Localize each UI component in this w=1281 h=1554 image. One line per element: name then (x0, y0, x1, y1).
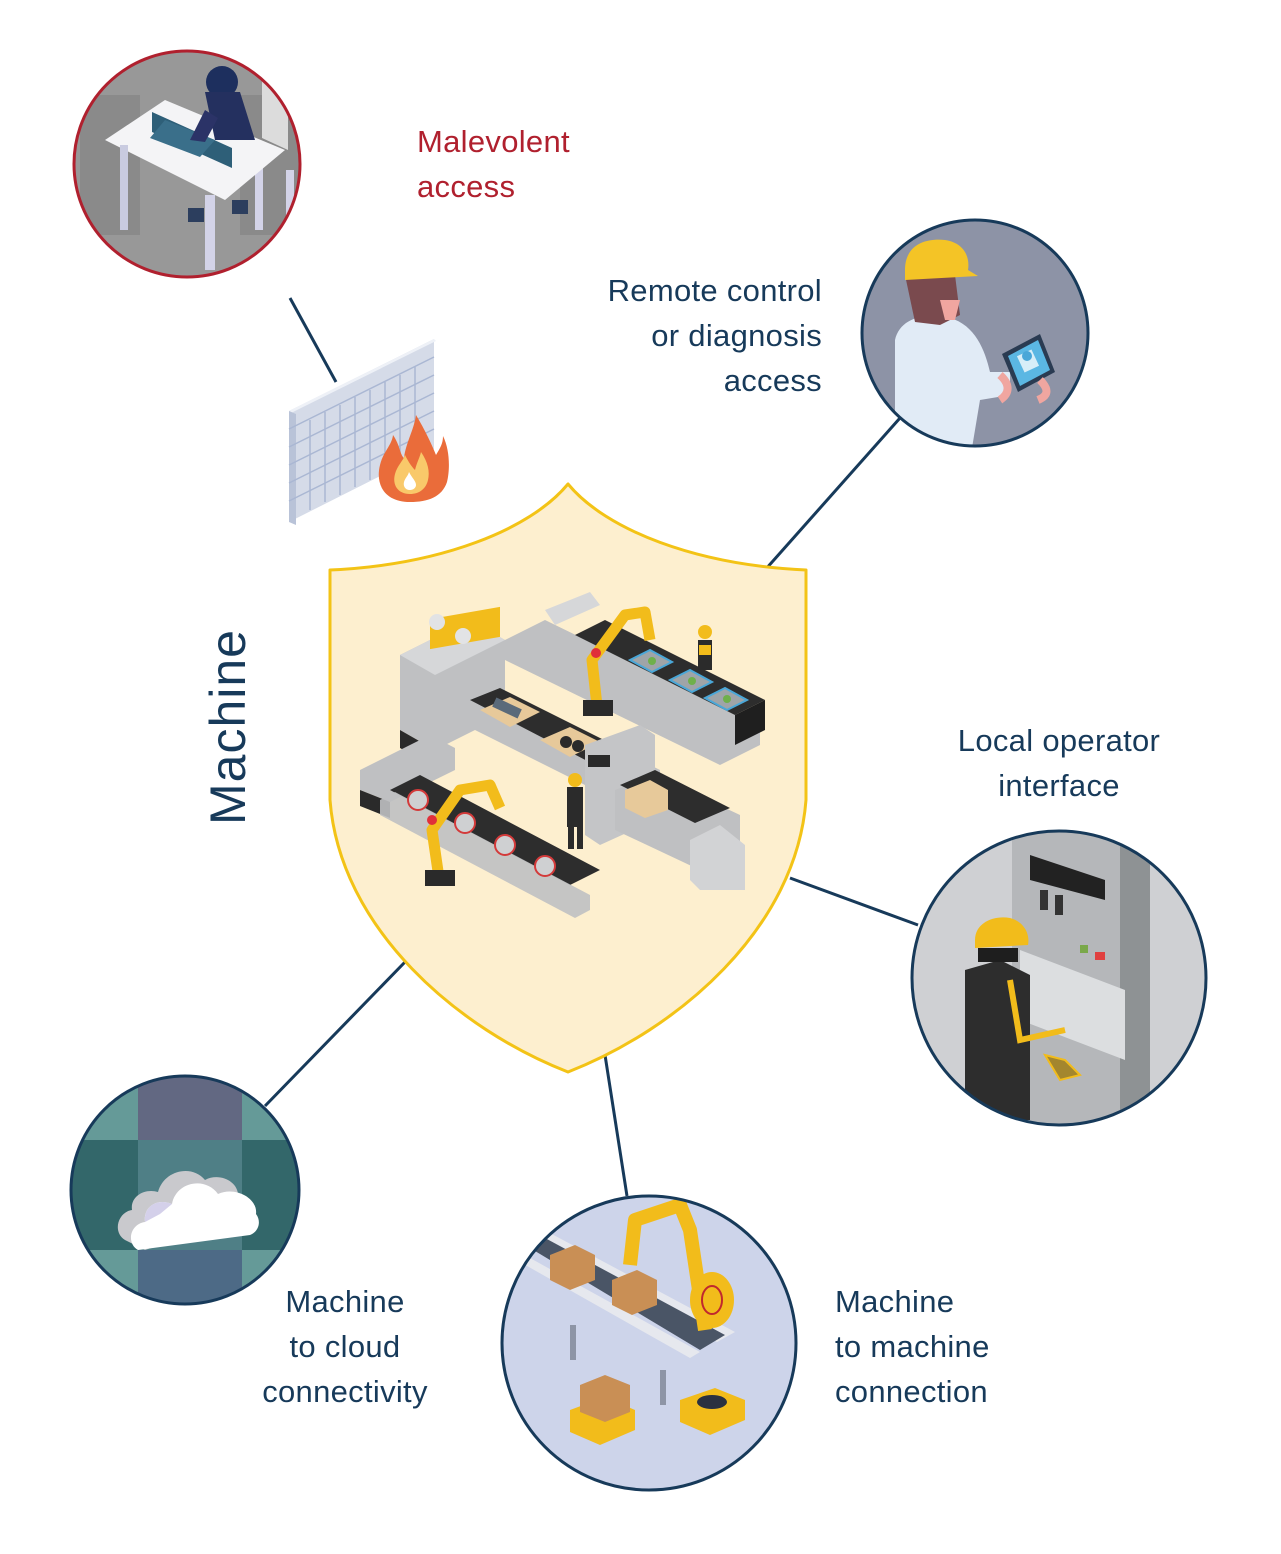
hacker-illustration (80, 60, 300, 270)
label-line: Local operator (957, 723, 1161, 758)
factory-illustration (360, 592, 765, 918)
label-line: to cloud (289, 1329, 401, 1364)
label-line: to machine (835, 1329, 990, 1364)
firewall-icon (288, 339, 449, 525)
label-line: connectivity (262, 1374, 428, 1409)
label-line: or diagnosis (651, 318, 822, 353)
m2m-node-border (500, 1194, 798, 1492)
node-machine-to-machine (500, 1194, 798, 1492)
machine-title: Machine (200, 629, 256, 825)
robot-conveyor-illustration (520, 1198, 745, 1445)
label-line: Machine (285, 1284, 405, 1319)
cloud-icon (117, 1170, 259, 1250)
connector-remote (763, 417, 902, 571)
connector-cloud (263, 960, 407, 1108)
label-line: connection (835, 1374, 988, 1409)
label-line: access (417, 169, 516, 204)
label-malevolent-access: Malevolent access (417, 119, 570, 209)
label-line: access (723, 363, 822, 398)
worker-tablet-illustration (895, 239, 1055, 446)
connectors (263, 297, 919, 1197)
connector-malevolent (288, 297, 338, 383)
fire-icon (378, 415, 449, 502)
malevolent-node-border (72, 49, 302, 279)
machine-shield (328, 482, 808, 1074)
label-remote-access: Remote control or diagnosis access (608, 268, 822, 403)
local-node-border (910, 829, 1208, 1127)
operator-panel-illustration (965, 831, 1150, 1125)
label-line: Malevolent (417, 124, 570, 159)
cloud-node-border (69, 1074, 301, 1306)
label-local-operator: Local operator interface (940, 718, 1178, 808)
label-line: Machine (835, 1284, 955, 1319)
node-malevolent-access (72, 49, 302, 279)
connector-m2m (603, 1054, 629, 1197)
label-machine-to-machine: Machine to machine connection (835, 1279, 990, 1414)
label-line: interface (998, 768, 1120, 803)
connector-local (789, 876, 919, 927)
label-cloud-connectivity: Machine to cloud connectivity (245, 1279, 445, 1414)
node-remote-access (860, 218, 1090, 448)
node-local-operator (910, 829, 1208, 1127)
remote-node-border (860, 218, 1090, 448)
label-line: Remote control (607, 273, 822, 308)
